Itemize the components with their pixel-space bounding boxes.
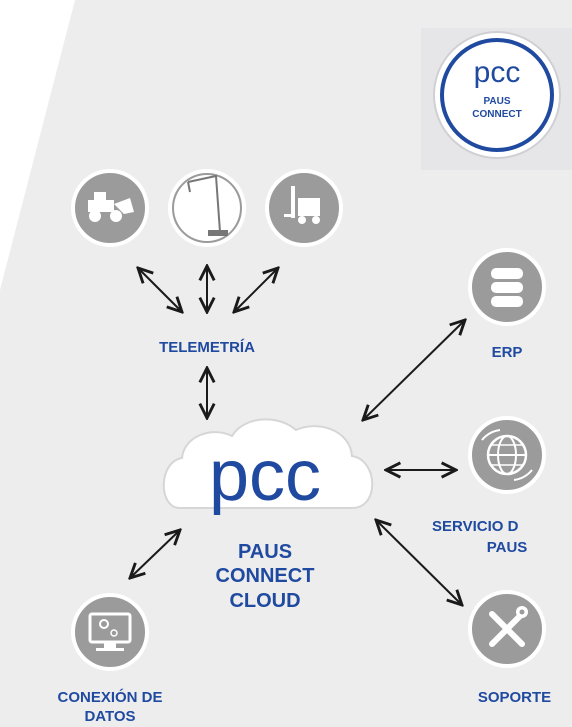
database-icon bbox=[468, 248, 546, 326]
computer-monitor-gear-icon bbox=[71, 593, 149, 671]
arrow-conexion-cloud bbox=[130, 530, 180, 578]
arrow-loader-telemetria bbox=[138, 268, 182, 312]
cloud-logo: pcc bbox=[209, 436, 321, 516]
arrow-erp-cloud bbox=[363, 320, 465, 420]
cloud-title-line2: CONNECT bbox=[215, 565, 315, 587]
label-erp: ERP bbox=[491, 344, 523, 361]
loader-vehicle-icon bbox=[71, 169, 149, 247]
globe-icon bbox=[468, 416, 546, 494]
pcc-cloud: pcc bbox=[162, 418, 374, 516]
label-conexion-line2: DATOS bbox=[84, 708, 136, 725]
aerial-lift-crane-icon bbox=[168, 169, 246, 247]
cloud-title-line3: CLOUD bbox=[229, 590, 301, 612]
cloud-title-line1: PAUS bbox=[237, 541, 293, 563]
arrows bbox=[130, 266, 465, 605]
forklift-icon bbox=[265, 169, 343, 247]
arrow-soporte-cloud bbox=[376, 520, 462, 605]
label-servicio-line1: SERVICIO D bbox=[432, 518, 519, 535]
label-conexion-line1: CONEXIÓN DE bbox=[57, 689, 163, 706]
label-servicio-line2: PAUS bbox=[486, 539, 528, 556]
pcc-badge: pcc PAUS CONNECT bbox=[421, 28, 572, 170]
arrow-forklift-telemetria bbox=[234, 268, 278, 312]
badge-line2: CONNECT bbox=[472, 109, 521, 120]
badge-logo: pcc bbox=[474, 56, 521, 89]
label-telemetria: TELEMETRÍA bbox=[159, 339, 255, 356]
tools-wrench-screwdriver-icon bbox=[468, 590, 546, 668]
badge-line1: PAUS bbox=[483, 96, 510, 107]
label-soporte: SOPORTE bbox=[477, 689, 552, 706]
